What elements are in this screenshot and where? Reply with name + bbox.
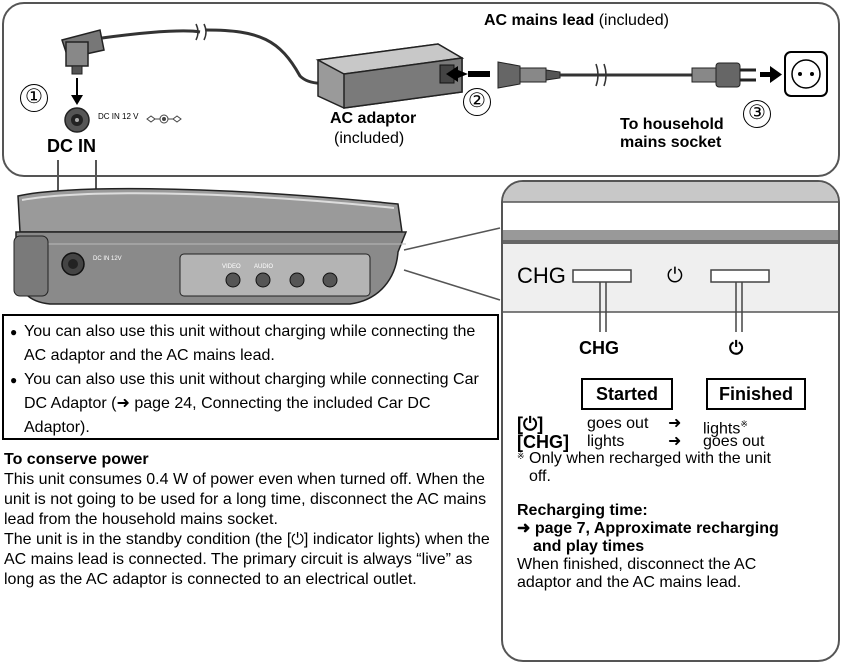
step-number-1: ① — [20, 84, 48, 112]
mains-lead-connector-icon — [497, 61, 561, 89]
chg-start-state: lights — [587, 433, 625, 450]
power-key-label: [⏻] — [517, 414, 544, 434]
ac-mains-lead-label: AC mains lead (included) — [484, 12, 669, 29]
arrow-icon: ➜ — [668, 415, 682, 432]
power-start-state: goes out — [587, 415, 649, 432]
finish-instruction-2: adaptor and the AC mains lead. — [517, 574, 742, 591]
household-socket-label-1: To household — [620, 116, 724, 133]
finish-instruction-1: When finished, disconnect the AC — [517, 556, 757, 573]
chg-label: CHG — [579, 338, 619, 358]
wall-socket-icon — [784, 51, 828, 97]
footnote-mark: ※ — [517, 451, 525, 461]
dc-plug-icon — [61, 29, 105, 75]
polarity-symbol-icon — [146, 114, 182, 124]
device-dc-label: DC IN 12V — [93, 256, 122, 262]
power-label-icon: ⏻ — [729, 338, 744, 358]
connection-illustration — [13, 23, 828, 305]
conserve-paragraph-2: The unit is in the standby condition (th… — [4, 531, 490, 588]
ac-adaptor-note: (included) — [334, 130, 405, 147]
finished-box: Finished — [706, 378, 806, 410]
dc-in-small-label: DC IN 12 V — [98, 112, 139, 121]
indicator-illustration — [503, 182, 838, 332]
conserve-paragraph-1: This unit consumes 0.4 W of power even w… — [4, 471, 487, 528]
chg-indicator-text: CHG — [517, 263, 566, 288]
household-socket-label-2: mains socket — [620, 134, 722, 151]
chg-key-label: [CHG] — [517, 432, 569, 452]
power-end-state: lights※ — [703, 419, 748, 438]
footnote-line-1: Only when recharged with the unit — [529, 450, 771, 467]
footnote-line-2: off. — [529, 468, 551, 485]
note-item: You can also use this unit without charg… — [10, 368, 491, 440]
started-box: Started — [581, 378, 673, 410]
dc-jack-icon — [64, 107, 90, 133]
ac-adaptor-icon — [315, 43, 465, 109]
conserve-power-section: To conserve power This unit consumes 0.4… — [4, 450, 499, 590]
chg-end-state: goes out — [703, 433, 765, 450]
note-item: You can also use this unit without charg… — [10, 320, 491, 368]
dc-in-label: DC IN — [47, 136, 96, 156]
charge-indicator-panel: CHG ⏻ CHG ⏻ Started Finished [⏻] goes ou… — [501, 180, 840, 662]
recharge-reference-2: and play times — [533, 538, 645, 555]
recharge-heading: Recharging time: — [517, 502, 648, 519]
device-audio-label: AUDIO — [254, 264, 274, 270]
ac-adaptor-label: AC adaptor — [330, 110, 417, 127]
recharge-reference-1: ➜ page 7, Approximate recharging — [517, 520, 779, 537]
step-number-3: ③ — [743, 100, 771, 128]
step-number-2: ② — [463, 88, 491, 116]
wall-plug-icon — [691, 62, 756, 88]
portable-player-icon — [13, 187, 408, 305]
device-video-label: VIDEO — [222, 264, 241, 270]
conserve-heading: To conserve power — [4, 451, 149, 468]
arrow-icon: ➜ — [668, 433, 682, 450]
usage-notes-box: You can also use this unit without charg… — [2, 314, 499, 440]
power-indicator-icon: ⏻ — [667, 265, 683, 287]
